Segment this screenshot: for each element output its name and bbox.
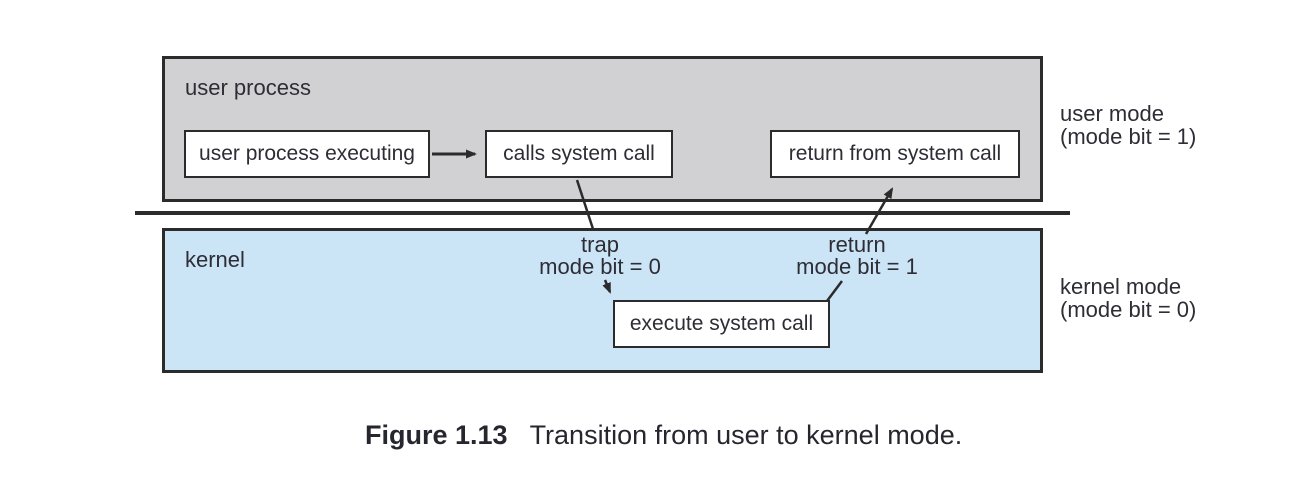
user-process-executing-box: user process executing <box>184 130 430 178</box>
figure-caption: Figure 1.13 Transition from user to kerne… <box>365 418 962 452</box>
user-process-panel-label: user process <box>185 75 311 100</box>
user-mode-side-label-line2: (mode bit = 1) <box>1060 124 1197 149</box>
return-annotation-line1: return <box>828 232 886 257</box>
return-annotation: return mode bit = 1 <box>796 234 918 278</box>
return-from-system-call-box: return from system call <box>770 130 1020 178</box>
kernel-mode-side-label-line1: kernel mode <box>1060 274 1182 299</box>
kernel-mode-side-label-line2: (mode bit = 0) <box>1060 297 1197 322</box>
figure-caption-number: Figure 1.13 <box>365 420 508 450</box>
kernel-mode-panel <box>162 228 1043 373</box>
figure-caption-text: Transition from user to kernel mode. <box>529 420 963 450</box>
kernel-mode-side-label: kernel mode (mode bit = 0) <box>1060 275 1196 321</box>
user-mode-side-label: user mode (mode bit = 1) <box>1060 102 1196 148</box>
user-mode-side-label-line1: user mode <box>1060 101 1164 126</box>
kernel-panel-label: kernel <box>185 247 245 272</box>
calls-system-call-box: calls system call <box>485 130 673 178</box>
execute-system-call-box: execute system call <box>613 300 830 348</box>
trap-annotation: trap mode bit = 0 <box>539 234 661 278</box>
trap-annotation-line1: trap <box>581 232 619 257</box>
trap-annotation-line2: mode bit = 0 <box>539 254 661 279</box>
return-annotation-line2: mode bit = 1 <box>796 254 918 279</box>
